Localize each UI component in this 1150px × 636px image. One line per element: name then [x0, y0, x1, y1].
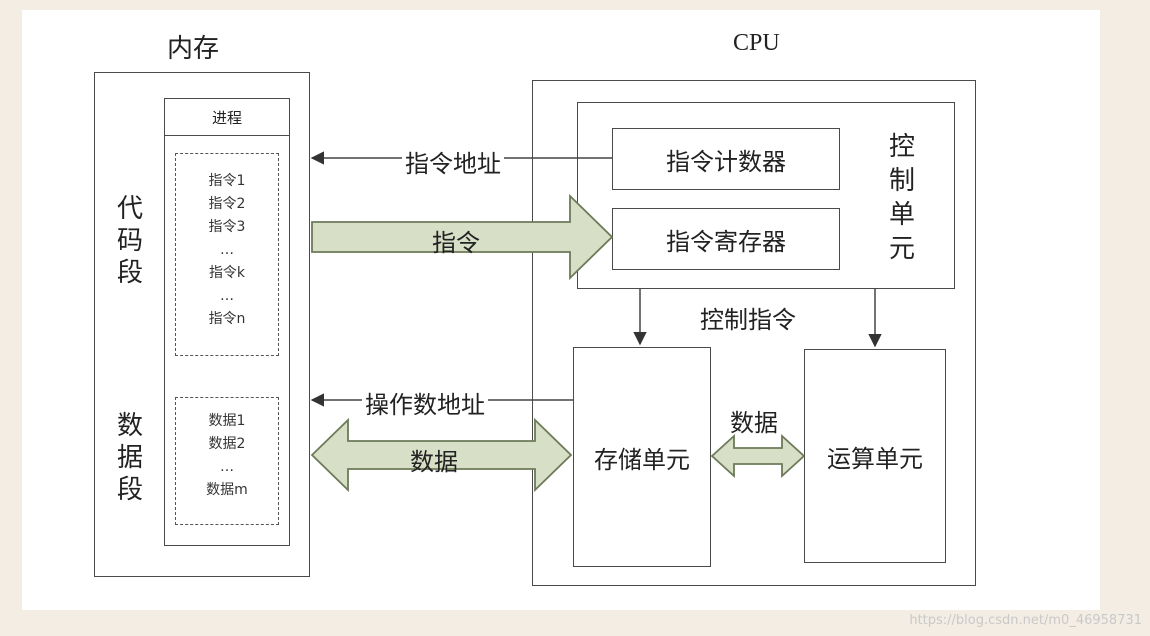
- alu-label: 运算单元: [827, 444, 923, 473]
- instruction-list: 指令1 指令2 指令3 … 指令k … 指令n: [175, 170, 279, 331]
- instruction-address-label: 指令地址: [402, 144, 504, 179]
- instruction-arrow: [311, 193, 614, 281]
- data-item: 数据1: [208, 413, 246, 429]
- control-unit-box: [577, 102, 955, 289]
- data-item: …: [220, 459, 234, 475]
- instruction-item: …: [220, 288, 234, 304]
- storage-unit-box: 存储单元: [573, 347, 711, 567]
- cpu-box: [532, 80, 976, 586]
- instruction-item: 指令2: [208, 196, 246, 212]
- memory-title: 内存: [167, 34, 220, 64]
- data-item: 数据m: [206, 482, 248, 498]
- program-counter-label: 指令计数器: [666, 147, 786, 176]
- instruction-item: 指令n: [208, 311, 246, 327]
- data-bus-label: 数据: [410, 448, 458, 476]
- connector-layer: [310, 151, 882, 493]
- data-list: 数据1 数据2 … 数据m: [175, 410, 279, 502]
- data-segment-label: 数据段: [116, 411, 143, 505]
- internal-data-label: 数据: [730, 409, 778, 437]
- instruction-register-box: 指令寄存器: [612, 208, 840, 270]
- instruction-item: …: [220, 242, 234, 258]
- control-instruction-label: 控制指令: [700, 306, 796, 334]
- diagram-canvas: 内存 CPU 进程 指令1 指令2 指令3 … 指令k … 指令n 数据1 数据…: [22, 10, 1100, 610]
- data-item: 数据2: [208, 436, 246, 452]
- instruction-item: 指令3: [208, 219, 246, 235]
- program-counter-box: 指令计数器: [612, 128, 840, 190]
- instruction-item: 指令1: [208, 173, 246, 189]
- cpu-title: CPU: [733, 30, 780, 56]
- control-unit-label: 控制单元: [888, 132, 915, 264]
- alu-box: 运算单元: [804, 349, 946, 563]
- instruction-item: 指令k: [208, 265, 246, 281]
- memory-box: [94, 72, 310, 577]
- watermark: https://blog.csdn.net/m0_46958731: [909, 613, 1142, 628]
- code-segment-label: 代码段: [116, 194, 143, 288]
- data-bus-arrow: [310, 417, 573, 493]
- code-segment-box: [175, 153, 279, 356]
- internal-data-arrow: [710, 433, 806, 479]
- process-label: 进程: [211, 108, 242, 127]
- data-segment-box: [175, 397, 279, 525]
- process-header: [164, 98, 290, 136]
- operand-address-label: 操作数地址: [362, 385, 488, 420]
- instruction-arrow-label: 指令: [432, 229, 480, 257]
- storage-unit-label: 存储单元: [594, 445, 690, 474]
- instruction-register-label: 指令寄存器: [666, 227, 786, 256]
